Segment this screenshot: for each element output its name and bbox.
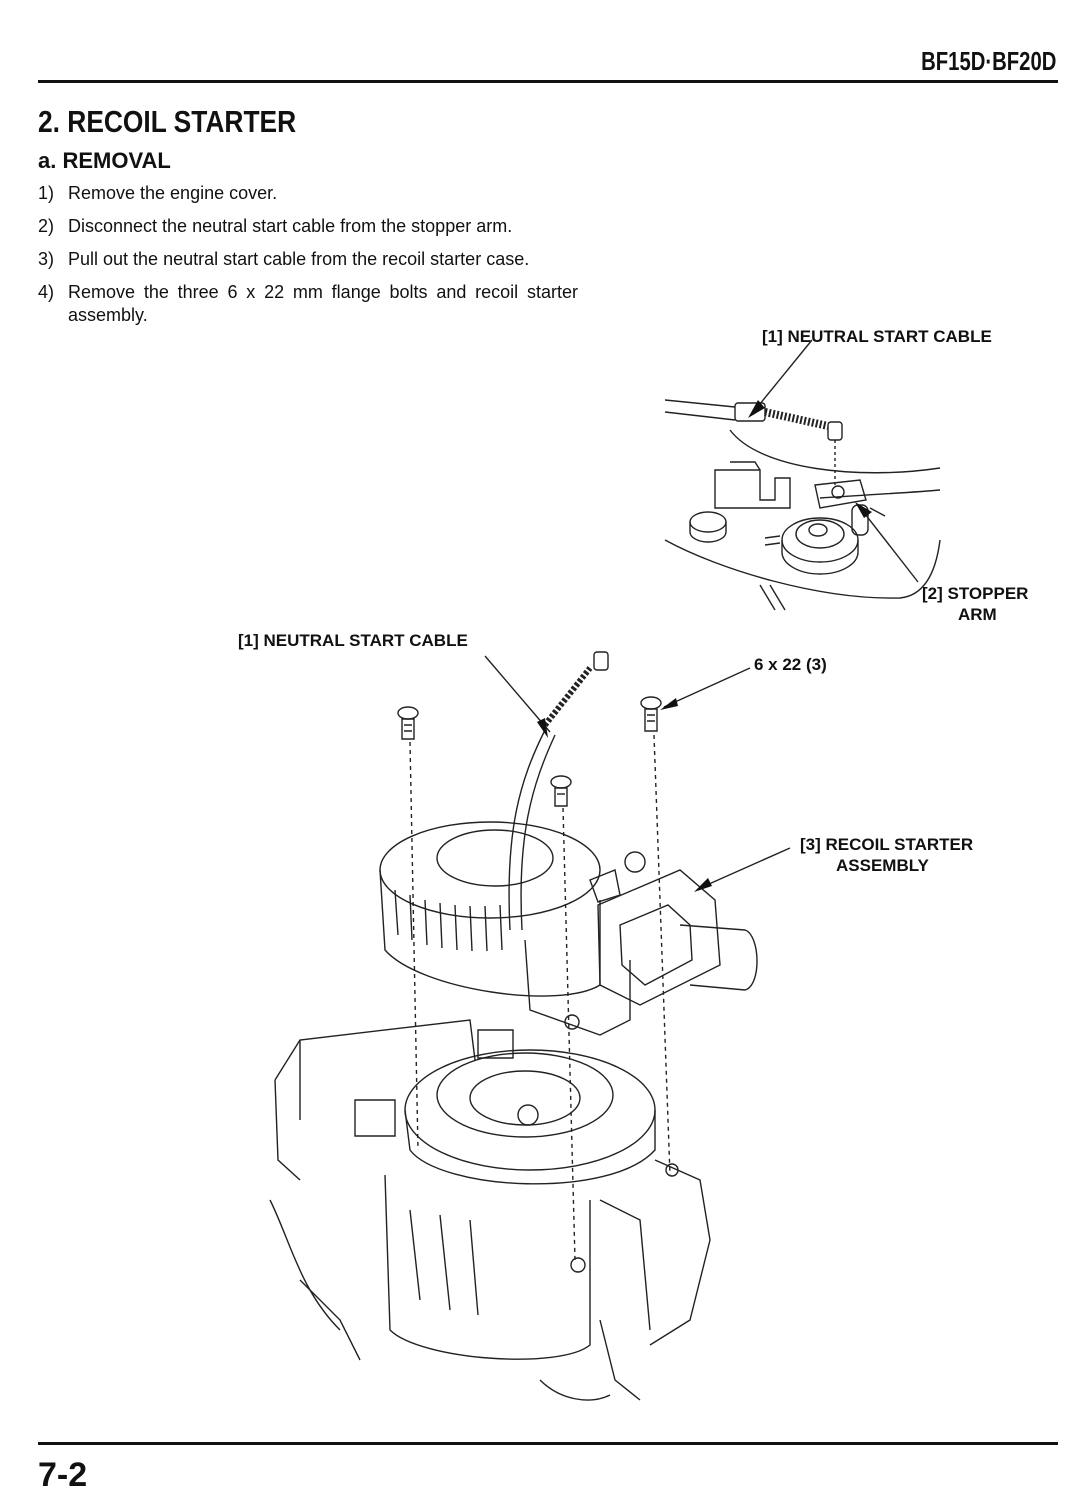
callout-neutral-start-cable: [1] NEUTRAL START CABLE — [238, 631, 468, 650]
step-text: Remove the engine cover. — [68, 183, 278, 203]
callout-recoil-starter: [3] RECOIL STARTER — [800, 835, 974, 854]
step-item: 4) Remove the three 6 x 22 mm flange bolt… — [38, 281, 578, 327]
step-text: Remove the three 6 x 22 mm flange bolts … — [68, 282, 578, 325]
callout-flange-bolts: 6 x 22 (3) — [754, 655, 827, 674]
step-number: 2) — [38, 216, 55, 236]
model-header: BF15D·BF20D — [920, 46, 1056, 76]
flange-bolt — [398, 707, 418, 739]
step-text: Disconnect the neutral start cable from … — [68, 216, 513, 236]
step-text: Pull out the neutral start cable from th… — [68, 249, 530, 269]
step-item: 2) Disconnect the neutral start cable fro… — [38, 215, 578, 238]
step-item: 3) Pull out the neutral start cable from … — [38, 248, 578, 271]
step-number: 3) — [38, 249, 55, 269]
page-number: 7-2 — [38, 1456, 88, 1494]
callout-neutral-start-cable-detail: [1] NEUTRAL START CABLE — [762, 327, 992, 346]
subsection-title: a. REMOVAL — [38, 148, 171, 173]
callout-stopper-arm: [2] STOPPER — [922, 584, 1029, 603]
footer-rule — [38, 1442, 1058, 1445]
step-number: 4) — [38, 282, 55, 302]
removal-steps: 1) Remove the engine cover. 2) Disconnect … — [38, 182, 578, 337]
step-item: 1) Remove the engine cover. — [38, 182, 578, 205]
section-title: 2. RECOIL STARTER — [38, 104, 297, 139]
callout-stopper-arm-line2: ARM — [958, 605, 997, 624]
step-number: 1) — [38, 183, 55, 203]
callout-recoil-starter-line2: ASSEMBLY — [836, 856, 929, 875]
header-rule — [38, 80, 1058, 83]
